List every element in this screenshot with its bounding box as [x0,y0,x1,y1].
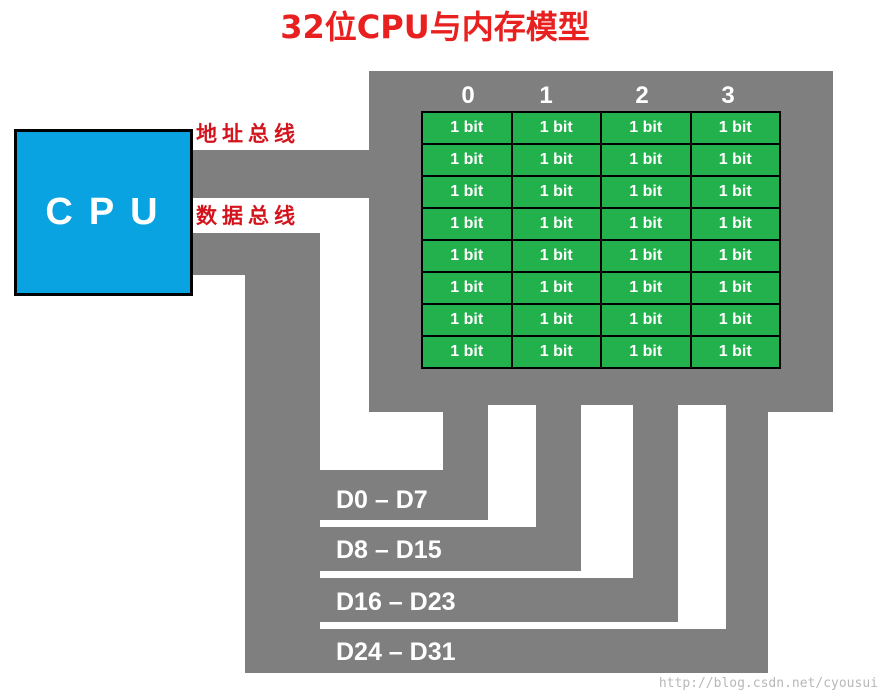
band-notch-1 [488,405,536,520]
memory-cell: 1 bit [602,177,690,207]
memory-cell: 1 bit [602,113,690,143]
diagram-title: 32位CPU与内存模型 [280,8,590,46]
data-line-label: D8 – D15 [336,536,442,564]
memory-cell: 1 bit [423,273,511,303]
memory-cell: 1 bit [602,305,690,335]
memory-cell: 1 bit [691,273,779,303]
memory-cell: 1 bit [512,337,600,367]
memory-cell: 1 bit [691,209,779,239]
memory-cell: 1 bit [512,113,600,143]
memory-cell: 1 bit [423,145,511,175]
memory-cell: 1 bit [512,273,600,303]
memory-cell: 1 bit [602,209,690,239]
memory-cell: 1 bit [691,145,779,175]
memory-pin-1 [536,405,581,475]
memory-cell: 1 bit [691,337,779,367]
band-separator-2 [320,571,633,578]
band-separator-3 [320,622,726,629]
memory-cell: 1 bit [691,113,779,143]
memory-cell: 1 bit [602,145,690,175]
memory-cell: 1 bit [512,177,600,207]
column-index-0: 0 [461,82,475,109]
column-index-2: 2 [635,82,649,109]
band-separator-1 [320,520,536,527]
cpu-label: CPU [45,191,174,233]
data-line-label: D16 – D23 [336,588,456,616]
memory-cell: 1 bit [423,177,511,207]
address-bus-label: 地址总线 [196,121,300,146]
memory-cell: 1 bit [512,209,600,239]
memory-cell: 1 bit [691,177,779,207]
memory-cell: 1 bit [602,273,690,303]
data-line-label: D24 – D31 [336,638,456,666]
memory-cell: 1 bit [512,241,600,271]
column-index-1: 1 [539,82,553,109]
cpu-block: CPU [14,129,193,296]
memory-pin-0 [443,405,488,475]
band-notch-3 [678,405,726,622]
data-bus-label: 数据总线 [196,203,300,228]
watermark: http://blog.csdn.net/cyousui [658,676,878,691]
memory-cell: 1 bit [602,241,690,271]
memory-cell: 1 bit [423,241,511,271]
memory-cell: 1 bit [423,337,511,367]
data-line-label: D0 – D7 [336,486,428,514]
memory-pin-2 [633,405,678,475]
column-index-3: 3 [721,82,735,109]
memory-cell: 1 bit [602,337,690,367]
memory-cell: 1 bit [423,209,511,239]
band-notch-2 [581,405,633,571]
address-bus [180,150,372,198]
memory-cell: 1 bit [423,305,511,335]
memory-cell: 1 bit [512,145,600,175]
memory-cell: 1 bit [512,305,600,335]
memory-cell: 1 bit [423,113,511,143]
memory-pin-3 [726,405,768,475]
memory-cell: 1 bit [691,305,779,335]
memory-cell: 1 bit [691,241,779,271]
